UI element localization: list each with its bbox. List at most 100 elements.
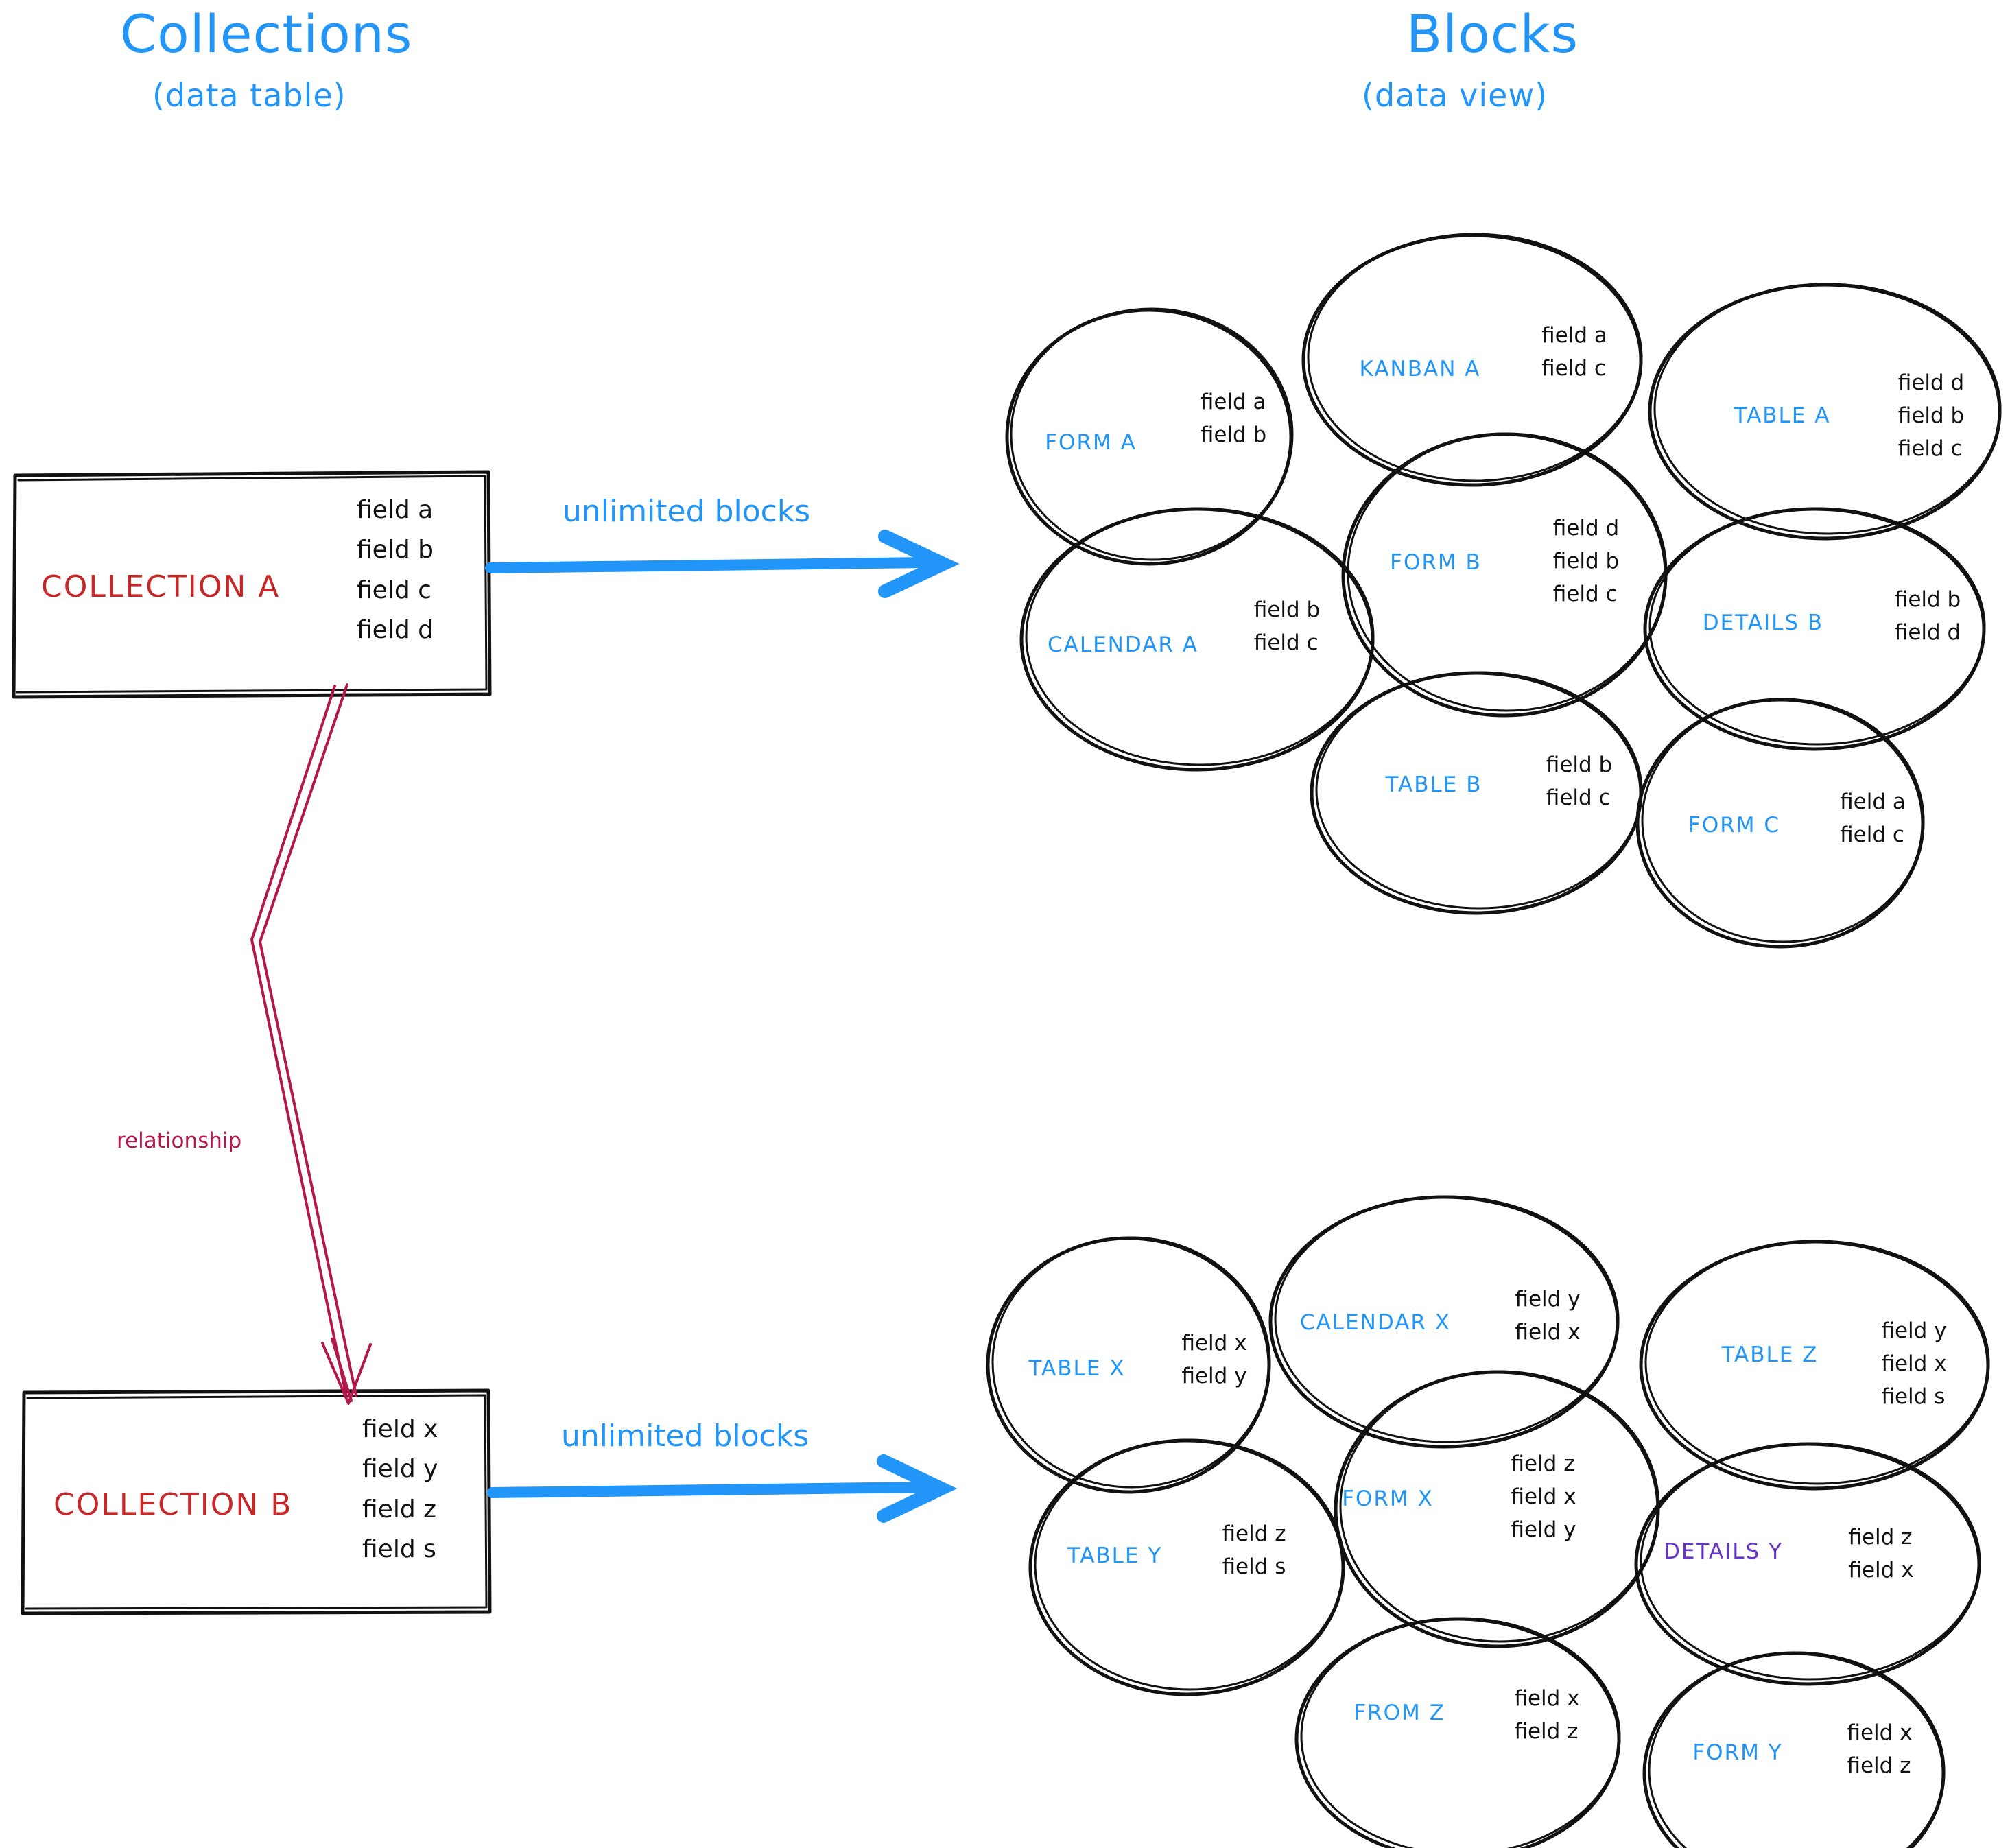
block-ellipse-details-y (1634, 1442, 1981, 1686)
block-label: FORM Y (1692, 1740, 1783, 1765)
block-fields: field d field b field c (1553, 512, 1619, 611)
block-field: field z (1222, 1521, 1286, 1546)
block-field: field y (1181, 1364, 1247, 1388)
block-field: field d (1894, 620, 1961, 645)
block-ellipse-calendar-x (1268, 1195, 1620, 1449)
block-field: field b (1552, 548, 1620, 573)
collection-a-fields: field a field b field c field d (357, 490, 434, 650)
block-field: field y (1515, 1286, 1581, 1312)
block-fields: field x field z (1847, 1716, 1912, 1782)
block-fields: field x field z (1514, 1682, 1579, 1748)
block-label: FORM B (1390, 550, 1482, 575)
block-ellipse-table-a (1648, 283, 2002, 541)
block-field: field x (1881, 1351, 1947, 1376)
block-field: field x (1847, 1720, 1913, 1745)
block-field: field y (1881, 1318, 1947, 1343)
block-field: field b (1253, 597, 1321, 622)
block-field: field s (1881, 1384, 1946, 1410)
block-field: field s (1222, 1554, 1286, 1579)
title-blocks-main: Blocks (1406, 3, 1579, 64)
block-fields: field x field y (1181, 1327, 1246, 1393)
block-field: field z (1514, 1719, 1579, 1744)
block-ellipse-table-y (1028, 1438, 1345, 1696)
title-blocks-sub: (data view) (1362, 77, 1548, 114)
block-fields: field z field x field y (1511, 1447, 1576, 1546)
block-label: TABLE Z (1721, 1342, 1819, 1367)
block-field: field z (1847, 1753, 1911, 1778)
block-label: KANBAN A (1359, 357, 1481, 381)
block-label: CALENDAR A (1047, 632, 1199, 657)
block-fields: field d field b field c (1898, 366, 1964, 465)
block-field: field c (1546, 785, 1611, 810)
block-field: field x (1515, 1320, 1581, 1344)
block-ellipse-form-a (1005, 307, 1294, 566)
block-field: field c (1541, 356, 1606, 381)
block-label: FORM C (1688, 813, 1781, 838)
arrow-unlimited-blocks-b (487, 1454, 958, 1523)
block-field: field x (1181, 1330, 1247, 1355)
collection-b-fields: field x field y field z field s (362, 1410, 438, 1569)
block-ellipse-table-x (986, 1236, 1271, 1494)
block-field: field a (1840, 789, 1906, 814)
arrow-unlimited-blocks-a (485, 530, 960, 598)
collection-a-name: COLLECTION A (41, 569, 281, 604)
block-label: TABLE Y (1067, 1543, 1163, 1568)
relationship-connector (250, 683, 372, 1405)
block-fields: field b field d (1895, 583, 1961, 649)
block-label: DETAILS Y (1663, 1539, 1784, 1564)
block-field: field c (1840, 822, 1904, 847)
arrow-label-unlimited-blocks-a: unlimited blocks (563, 494, 811, 529)
block-fields: field a field b (1201, 386, 1266, 451)
block-field: field x (1848, 1558, 1914, 1583)
block-field: field z (1848, 1524, 1913, 1550)
block-field: field b (1894, 587, 1961, 612)
block-fields: field z field x (1848, 1521, 1913, 1587)
collection-b-name: COLLECTION B (54, 1487, 293, 1522)
block-field: field d (1552, 515, 1620, 541)
block-field: field a (1541, 322, 1607, 348)
block-label: TABLE A (1734, 403, 1831, 428)
block-fields: field b field c (1546, 748, 1612, 814)
block-fields: field a field c (1840, 785, 1906, 851)
block-label: FROM Z (1353, 1701, 1445, 1725)
collection-b-field: field z (362, 1495, 437, 1524)
collection-a-field: field b (357, 536, 434, 565)
block-field: field b (1546, 752, 1613, 777)
collection-a-field: field c (357, 576, 431, 604)
collection-a-field: field a (357, 496, 434, 524)
block-label: TABLE B (1385, 772, 1482, 797)
block-ellipse-table-z (1639, 1240, 1990, 1491)
block-field: field c (1552, 582, 1618, 607)
collection-a-field: field d (357, 615, 434, 644)
title-collections-main: Collections (120, 3, 413, 64)
collection-b-box (21, 1388, 492, 1615)
block-field: field z (1511, 1451, 1575, 1476)
collection-a-box (12, 470, 492, 699)
block-label: FORM X (1342, 1486, 1434, 1511)
title-collections-sub: (data table) (152, 77, 346, 114)
block-field: field b (1897, 403, 1965, 428)
collection-b-field: field y (362, 1455, 438, 1484)
block-fields: field z field s (1222, 1517, 1286, 1583)
block-label: CALENDAR X (1299, 1310, 1452, 1335)
block-field: field x (1511, 1484, 1576, 1509)
block-label: DETAILS B (1702, 611, 1824, 635)
block-field: field y (1511, 1517, 1576, 1543)
collection-b-field: field s (362, 1535, 436, 1563)
block-ellipse-form-y (1642, 1651, 1946, 1848)
relationship-label: relationship (117, 1128, 242, 1153)
block-field: field a (1200, 389, 1266, 414)
block-fields: field y field x (1515, 1283, 1580, 1349)
block-fields: field b field c (1254, 593, 1320, 659)
block-field: field c (1253, 630, 1319, 655)
block-fields: field a field c (1541, 319, 1607, 385)
block-field: field d (1897, 370, 1965, 395)
block-label: FORM A (1045, 430, 1137, 455)
block-field: field x (1514, 1685, 1580, 1711)
block-field: field c (1897, 436, 1963, 462)
block-ellipse-details-b (1643, 507, 1986, 751)
collection-b-field: field x (362, 1415, 438, 1443)
block-ellipse-calendar-a (1019, 507, 1375, 772)
